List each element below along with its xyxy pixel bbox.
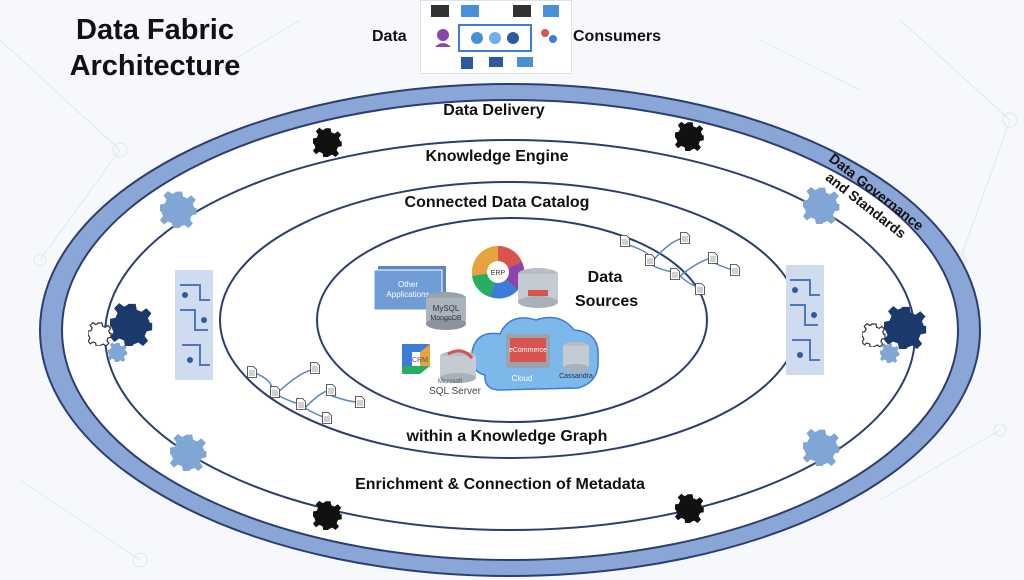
other-apps-label: Other xyxy=(398,280,418,289)
db-server-icon xyxy=(518,268,558,308)
document-tree-right xyxy=(620,232,740,295)
data-delivery-label: Data Delivery xyxy=(443,102,545,119)
microsoft-label: Microsoft xyxy=(438,379,463,385)
knowledge-graph-label: within a Knowledge Graph xyxy=(406,428,608,445)
title-line-1: Data Fabric xyxy=(76,14,234,46)
cloud-icon: eCommerce Cloud Cassandra xyxy=(471,316,599,391)
knowledge-engine-label: Knowledge Engine xyxy=(425,148,569,165)
circuit-panel-left xyxy=(175,270,213,380)
sources-line-1: Data xyxy=(587,269,623,286)
ecommerce-label: eCommerce xyxy=(509,347,547,354)
connected-data-catalog-label: Connected Data Catalog xyxy=(404,194,590,211)
page-title: Data Fabric Architecture xyxy=(66,12,244,84)
network-background xyxy=(0,19,1018,568)
mysql-db-icon: MySQL MongoDB xyxy=(426,292,466,330)
crm-icon: CRM xyxy=(402,344,430,374)
sources-line-2: Sources xyxy=(575,293,639,310)
gear-icon xyxy=(110,303,153,346)
sqlserver-icon: Microsoft SQL Server xyxy=(429,349,482,397)
gear-icon xyxy=(313,127,342,157)
gear-icon xyxy=(170,433,207,471)
circuit-panel-right xyxy=(786,265,824,375)
title-line-2: Architecture xyxy=(69,50,241,82)
svg-text:Applications: Applications xyxy=(386,290,429,299)
data-label: Data xyxy=(372,28,407,45)
erp-label: ERP xyxy=(491,270,506,277)
gear-icon xyxy=(313,500,342,530)
gear-icon xyxy=(884,306,927,349)
mysql-label: MySQL xyxy=(433,304,460,313)
consumers-label: Consumers xyxy=(573,28,662,45)
crm-label: CRM xyxy=(412,357,428,364)
data-sources-label: Data Sources xyxy=(575,266,639,314)
consumers-illustration xyxy=(420,0,572,74)
gear-icon xyxy=(803,186,840,224)
mongodb-label: MongoDB xyxy=(430,315,461,322)
gear-icon xyxy=(880,343,900,363)
cloud-label: Cloud xyxy=(512,374,533,383)
erp-wheel-icon: ERP xyxy=(472,246,525,299)
gear-icon xyxy=(803,428,840,466)
consumers-network-icon xyxy=(431,5,559,69)
gear-icon xyxy=(88,322,112,346)
sqlserver-label: SQL Server xyxy=(429,386,482,397)
cassandra-label: Cassandra xyxy=(559,373,593,380)
gear-icon xyxy=(160,190,197,228)
gear-icon xyxy=(675,121,704,151)
metadata-label: Enrichment & Connection of Metadata xyxy=(355,476,645,493)
document-tree-left xyxy=(247,362,365,424)
gear-icon xyxy=(862,323,886,347)
gear-icon xyxy=(108,342,128,362)
gear-icon xyxy=(675,493,704,523)
other-applications-icon: Other Applications xyxy=(373,266,446,311)
